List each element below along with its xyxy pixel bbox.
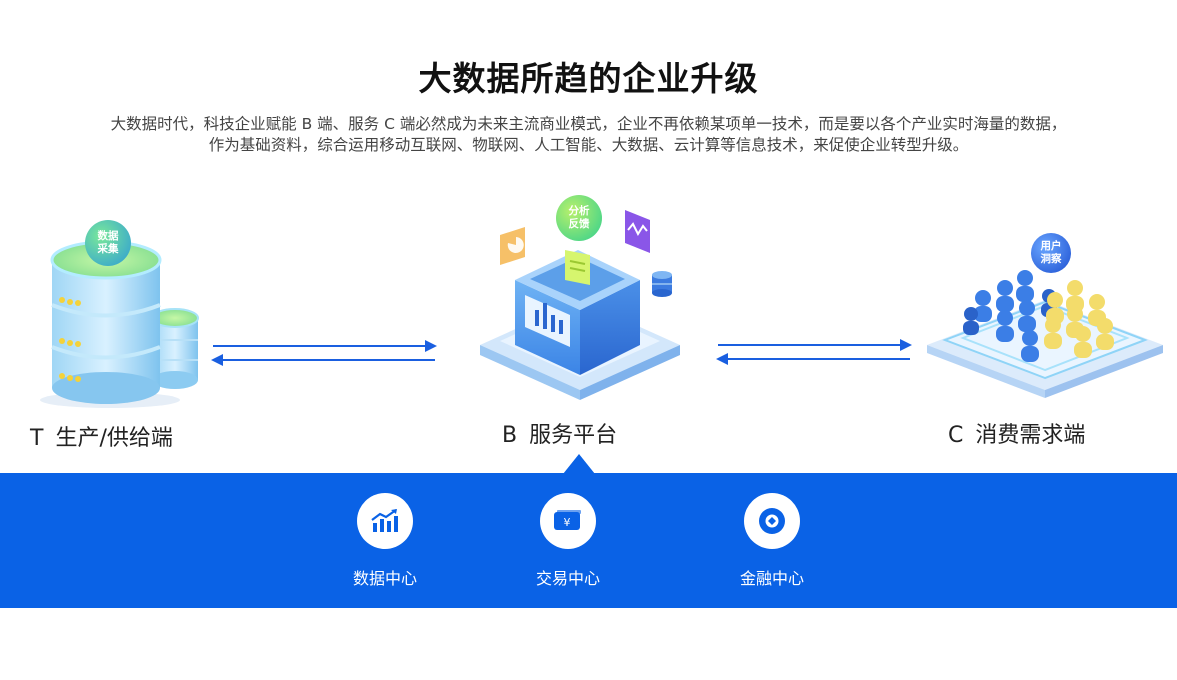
band-pointer	[563, 454, 595, 474]
center-data-label: 数据中心	[352, 569, 417, 588]
description: 大数据时代，科技企业赋能 B 端、服务 C 端必然成为未来主流商业模式，企业不再…	[8, 114, 1169, 156]
arrow-left-pair	[211, 340, 437, 366]
arrow-right-pair	[716, 339, 912, 365]
center-band	[0, 473, 1177, 608]
coin-icon	[744, 493, 800, 549]
description-line-2: 作为基础资料，综合运用移动互联网、物联网、人工智能、大数据、云计算等信息技术，来…	[208, 136, 969, 154]
center-finance-label: 金融中心	[739, 569, 804, 588]
page-title: 大数据所趋的企业升级	[418, 59, 759, 98]
center-trade: ¥ 交易中心	[508, 490, 628, 589]
badge-user-insight: 用户洞察	[1031, 233, 1071, 273]
badge-analysis-feedback: 分析反馈	[556, 195, 602, 241]
center-trade-label: 交易中心	[535, 569, 600, 588]
center-finance: 金融中心	[712, 490, 832, 589]
platform-cube-icon	[480, 210, 680, 400]
center-data: 数据中心	[325, 490, 445, 589]
description-line-1: 大数据时代，科技企业赋能 B 端、服务 C 端必然成为未来主流商业模式，企业不再…	[110, 115, 1067, 133]
badge-data-collection: 数据采集	[85, 220, 131, 266]
node-consumer: 用户洞察	[925, 230, 1165, 405]
user-crowd-icon	[927, 270, 1163, 398]
svg-text:¥: ¥	[564, 516, 571, 529]
node-supply: 数据采集	[40, 210, 220, 410]
yuan-card-icon: ¥	[540, 493, 596, 549]
node-platform: 分析反馈	[470, 195, 690, 410]
bar-chart-trend-icon	[357, 493, 413, 549]
